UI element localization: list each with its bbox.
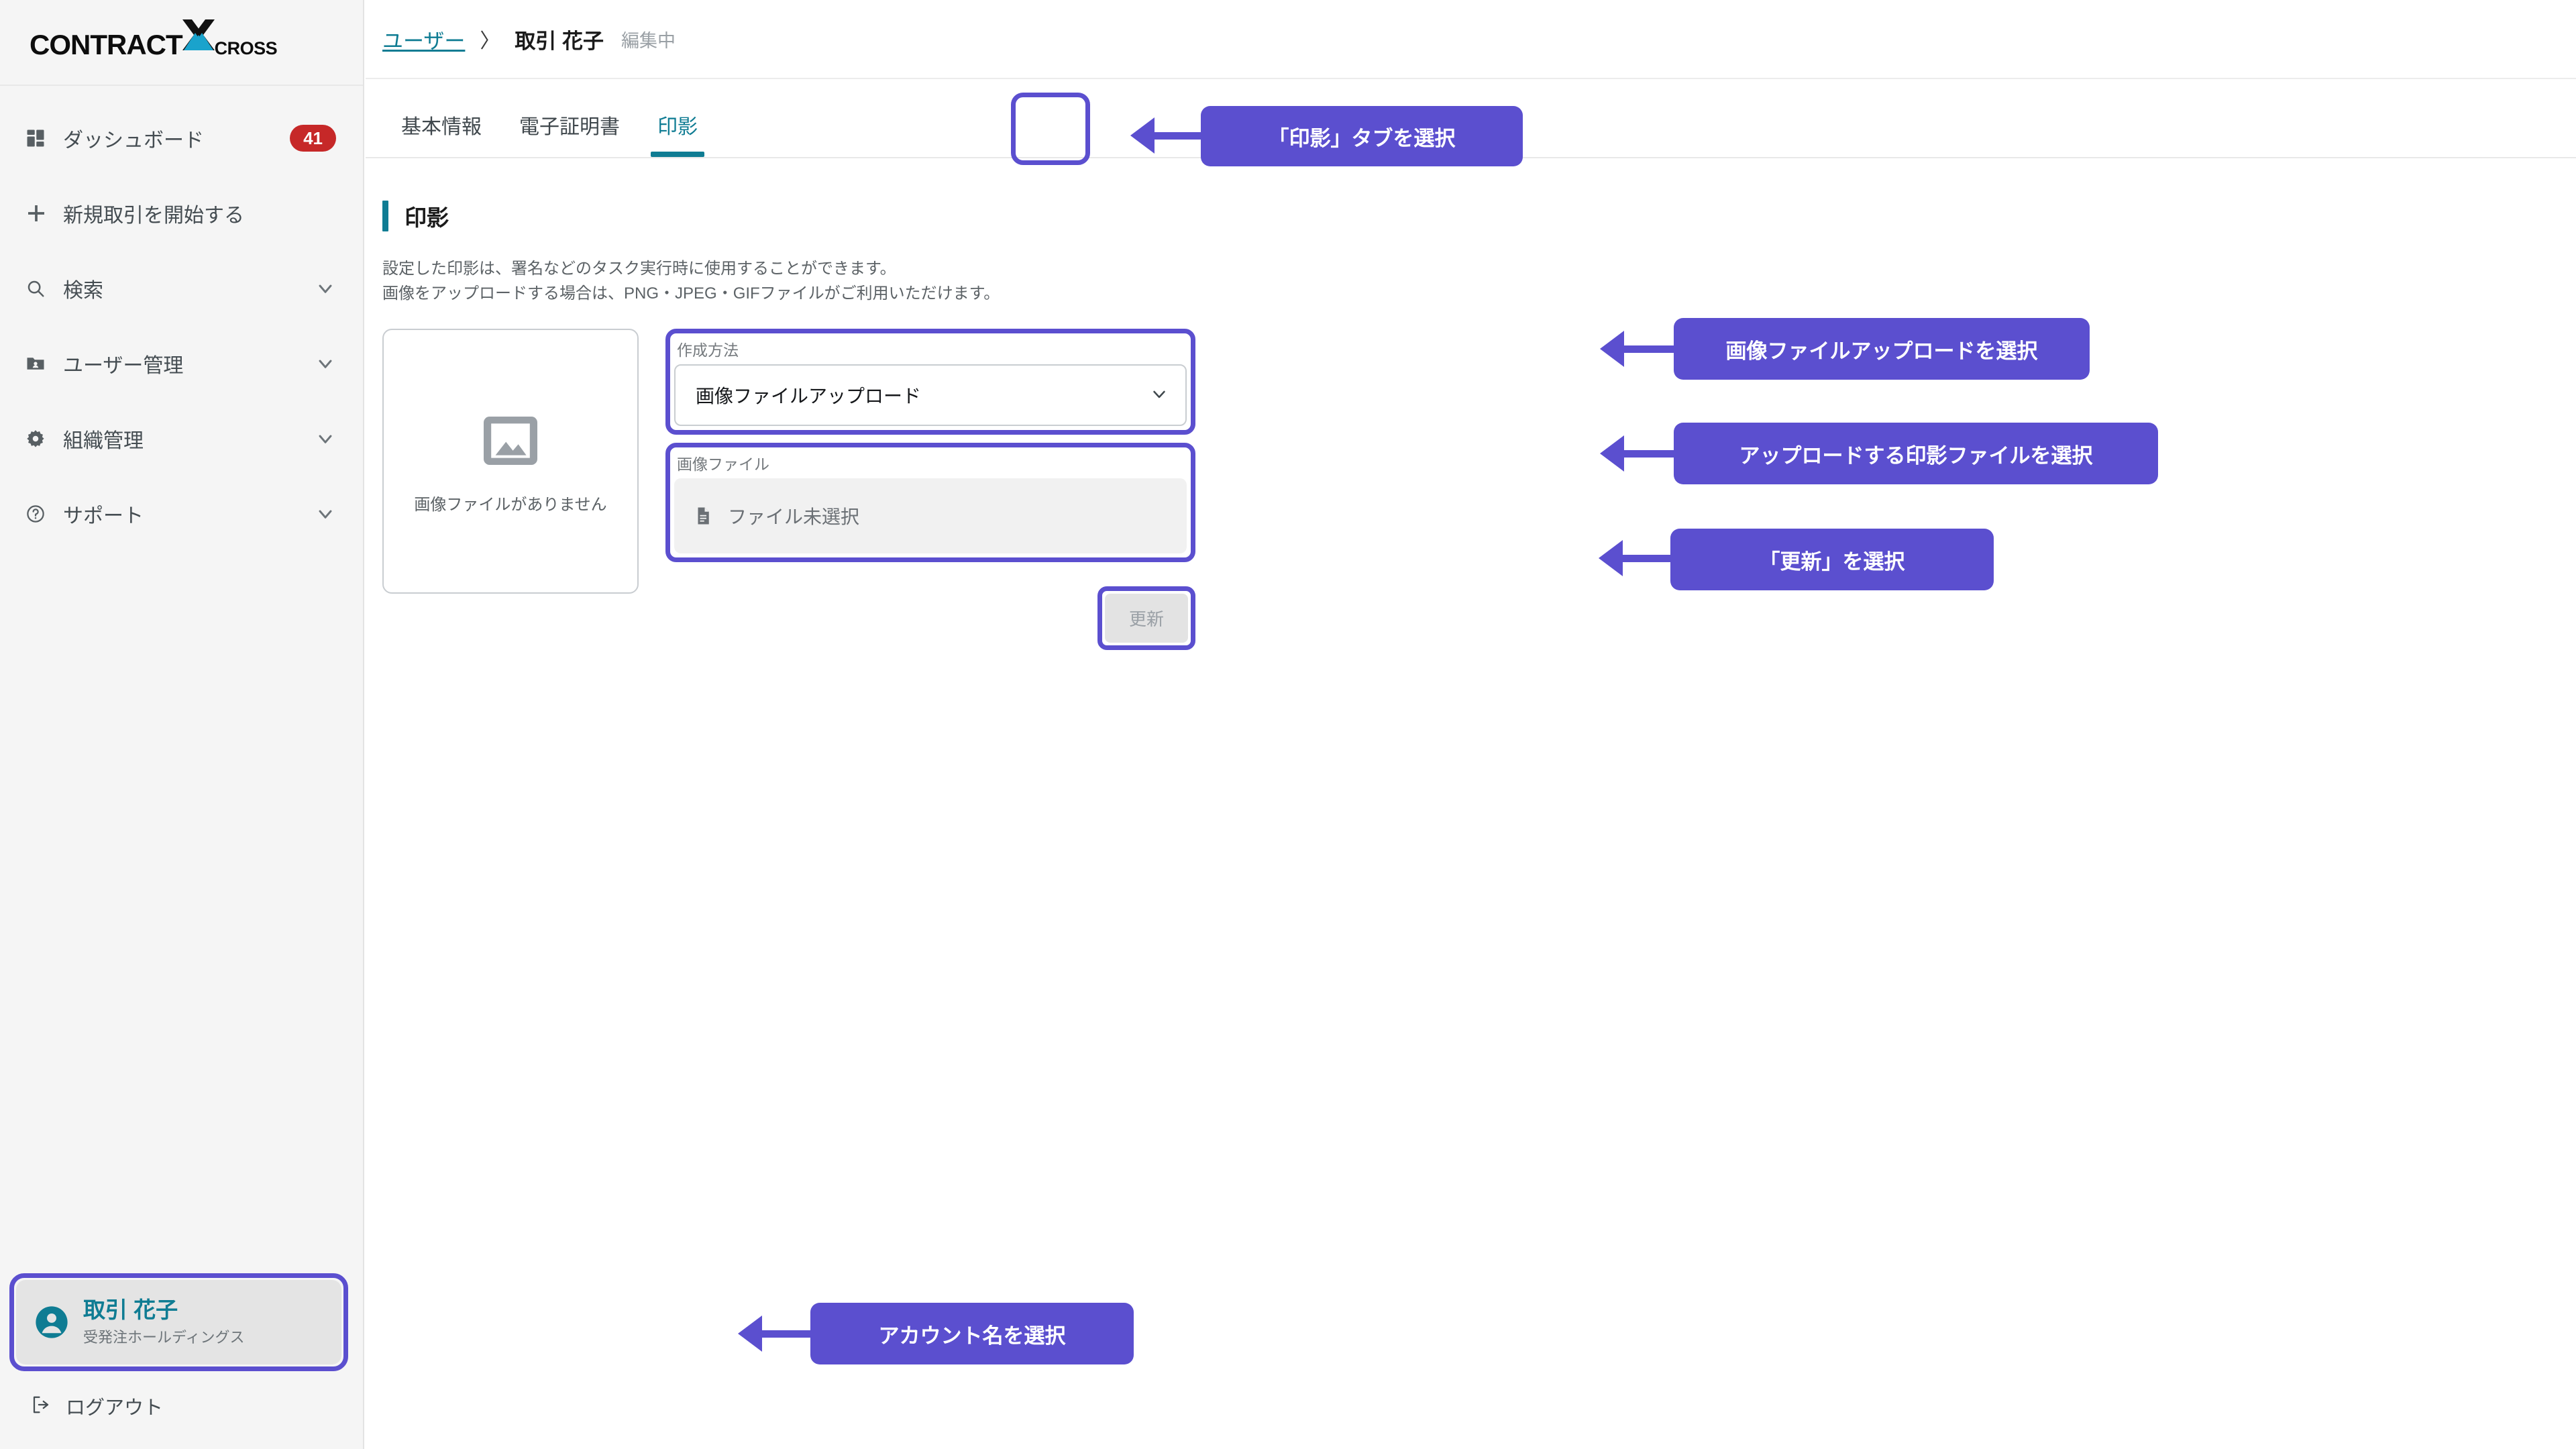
breadcrumb-separator-icon: 〉 bbox=[480, 30, 500, 52]
callout-label: 「更新」を選択 bbox=[1759, 549, 1905, 574]
tab-seal[interactable]: 印影 bbox=[639, 110, 716, 157]
callout-label: アカウント名を選択 bbox=[878, 1324, 1066, 1348]
logout-label: ログアウト bbox=[66, 1397, 164, 1419]
sidebar-item-dashboard[interactable]: ダッシュボード 41 bbox=[0, 101, 363, 176]
seal-preview-empty-label: 画像ファイルがありません bbox=[414, 495, 607, 514]
callout-label: アップロードする印影ファイルを選択 bbox=[1739, 443, 2093, 468]
plus-icon bbox=[25, 203, 56, 224]
image-placeholder-icon bbox=[478, 409, 543, 476]
callout-update-button: 「更新」を選択 bbox=[1670, 529, 1994, 590]
section-description: 設定した印影は、署名などのタスク実行時に使用することができます。 画像をアップロ… bbox=[382, 256, 2576, 306]
page-title: 取引 花子 bbox=[515, 29, 604, 53]
chevron-down-icon[interactable] bbox=[315, 278, 336, 299]
section-header: 印影 bbox=[366, 200, 2576, 232]
sidebar-badge-wrap: 41 bbox=[290, 125, 336, 152]
file-field-highlight: 画像ファイル ファイル未選択 bbox=[665, 443, 1195, 563]
status-badge: 41 bbox=[290, 125, 336, 152]
sidebar-footer: 取引 花子 受発注ホールディングス ログアウト bbox=[0, 1273, 363, 1449]
sidebar-item-user-management[interactable]: ユーザー管理 bbox=[0, 326, 363, 401]
callout-seal-tab: 「印影」タブを選択 bbox=[1201, 106, 1523, 166]
callout-label: 「印影」タブを選択 bbox=[1268, 126, 1456, 150]
file-picker-value: ファイル未選択 bbox=[728, 506, 860, 528]
account-name: 取引 花子 bbox=[83, 1297, 178, 1323]
method-select-value: 画像ファイルアップロード bbox=[696, 386, 922, 407]
sidebar-item-label: 組織管理 bbox=[63, 430, 144, 452]
gear-icon bbox=[25, 429, 56, 449]
brand-x-icon bbox=[181, 19, 216, 54]
account-org: 受発注ホールディングス bbox=[83, 1328, 245, 1346]
file-label: 画像ファイル bbox=[677, 455, 769, 474]
chevron-down-icon[interactable] bbox=[315, 428, 336, 449]
chevron-down-icon bbox=[1149, 384, 1169, 407]
main-content: ユーザー 〉 取引 花子 編集中 基本情報 電子証明書 印影 印影 設定した印影… bbox=[366, 0, 2576, 1449]
help-circle-icon bbox=[25, 504, 56, 524]
method-select[interactable]: 画像ファイルアップロード bbox=[674, 364, 1187, 427]
method-label: 作成方法 bbox=[677, 341, 739, 360]
description-line-1: 設定した印影は、署名などのタスク実行時に使用することができます。 bbox=[382, 260, 896, 278]
sidebar-item-support[interactable]: サポート bbox=[0, 476, 363, 551]
tab-certificate[interactable]: 電子証明書 bbox=[519, 116, 620, 138]
breadcrumb: ユーザー 〉 取引 花子 編集中 bbox=[366, 0, 2576, 79]
account-text: 取引 花子 受発注ホールディングス bbox=[83, 1297, 244, 1347]
sidebar-item-new-transaction[interactable]: 新規取引を開始する bbox=[0, 176, 363, 251]
chevron-down-icon[interactable] bbox=[315, 503, 336, 525]
update-button[interactable]: 更新 bbox=[1104, 594, 1188, 643]
callout-account-name: アカウント名を選択 bbox=[810, 1303, 1134, 1364]
seal-fields: 作成方法 画像ファイルアップロード 画像ファイル bbox=[665, 329, 1195, 651]
document-icon bbox=[693, 506, 713, 526]
sidebar-item-label: 新規取引を開始する bbox=[63, 205, 244, 227]
description-line-2: 画像をアップロードする場合は、PNG・JPEG・GIFファイルがご利用いただけま… bbox=[382, 284, 1000, 303]
logout-button[interactable]: ログアウト bbox=[0, 1371, 363, 1441]
sidebar: CONTRACT CROSS bbox=[0, 0, 364, 1449]
seal-form: 画像ファイルがありません 作成方法 画像ファイルアップロード 画像ファイル bbox=[366, 329, 2576, 651]
sidebar-item-label: サポート bbox=[63, 505, 144, 527]
update-button-highlight: 更新 bbox=[1097, 586, 1195, 651]
search-icon bbox=[25, 278, 56, 299]
account-button[interactable]: 取引 花子 受発注ホールディングス bbox=[16, 1280, 341, 1364]
account-circle-icon bbox=[34, 1304, 70, 1340]
brand-name-cross: CROSS bbox=[214, 38, 278, 58]
callout-method-select: 画像ファイルアップロードを選択 bbox=[1674, 318, 2090, 380]
sidebar-nav: ダッシュボード 41 新規取引を開始する bbox=[0, 86, 363, 1273]
sidebar-item-label: ダッシュボード bbox=[63, 129, 204, 152]
sidebar-item-label: 検索 bbox=[63, 280, 103, 302]
logout-icon bbox=[31, 1395, 51, 1418]
section-accent-bar bbox=[382, 201, 388, 231]
breadcrumb-link-users[interactable]: ユーザー bbox=[382, 29, 466, 53]
sidebar-item-org-management[interactable]: 組織管理 bbox=[0, 401, 363, 476]
sidebar-item-label: ユーザー管理 bbox=[63, 355, 184, 377]
file-picker[interactable]: ファイル未選択 bbox=[674, 478, 1187, 554]
tab-basic-info[interactable]: 基本情報 bbox=[401, 116, 482, 138]
callout-file-picker: アップロードする印影ファイルを選択 bbox=[1674, 423, 2158, 484]
edit-status-label: 編集中 bbox=[621, 30, 676, 51]
callout-label: 画像ファイルアップロードを選択 bbox=[1725, 339, 2038, 363]
brand-name-contract: CONTRACT bbox=[30, 29, 183, 60]
method-field-highlight: 作成方法 画像ファイルアップロード bbox=[665, 329, 1195, 435]
chevron-down-icon[interactable] bbox=[315, 353, 336, 374]
account-highlight-box: 取引 花子 受発注ホールディングス bbox=[9, 1273, 348, 1371]
seal-preview-box: 画像ファイルがありません bbox=[382, 329, 639, 594]
folder-user-icon bbox=[25, 354, 56, 374]
section-title: 印影 bbox=[405, 205, 449, 230]
submit-row: 更新 bbox=[665, 586, 1195, 651]
dashboard-icon bbox=[25, 128, 56, 148]
brand-logo[interactable]: CONTRACT CROSS bbox=[0, 0, 363, 86]
sidebar-item-search[interactable]: 検索 bbox=[0, 251, 363, 326]
